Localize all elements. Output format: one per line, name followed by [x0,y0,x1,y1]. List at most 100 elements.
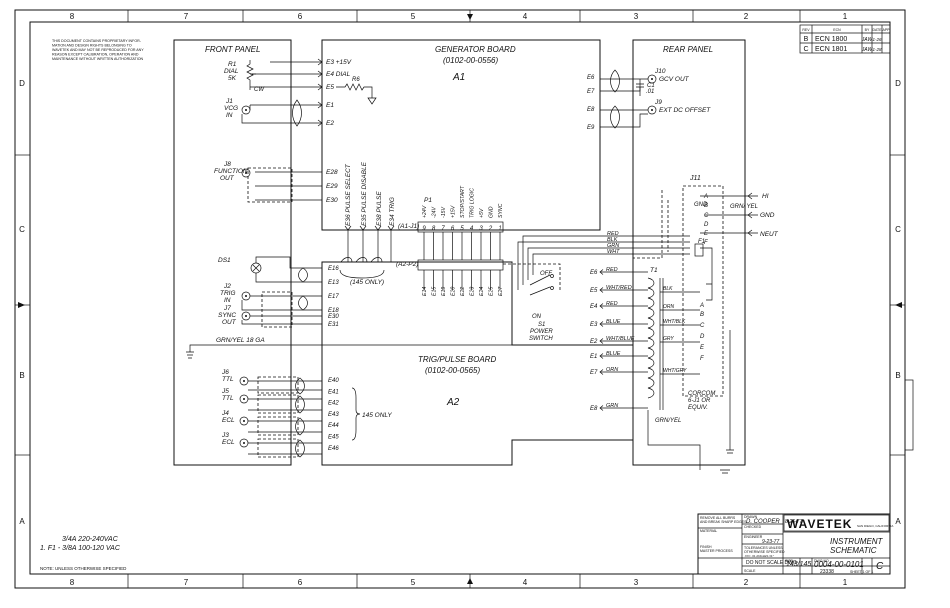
j7-sync-out: J7 SYNC OUT [218,305,322,326]
tb-model: 143/145 [786,561,811,568]
edge-arrow [599,287,604,293]
notes: 3/4A 220-240VAC 1. F1 - 3/8A 100-120 VAC… [40,536,127,571]
label-e36: E36 PULSE SELECT [345,163,352,226]
trig-left-edge: E31 [328,322,339,328]
power-wire-label: WHT [607,249,620,255]
center-arrow-top [467,14,473,20]
zone-top-7: 7 [184,12,189,21]
zone-top-4: 4 [523,12,528,21]
p1-pin-label: -15V [441,207,447,218]
t1-wire-color: RED [606,267,618,273]
j6-j3-group: J6 TTL J5 TTL J4 ECL J3 ECL [221,369,322,458]
j11-pin-letter: D [704,222,709,228]
zone-bottom-4: 4 [523,578,528,587]
tb-tol-1: TOLERANCES UNLESS [744,546,783,550]
resistor-r6: R6 [352,77,360,83]
j11-pin-letter-lower: A [699,303,704,309]
r1-label: R1 [228,61,237,68]
edge-e28: E28 [326,169,338,176]
p1-pin-number: 4 [470,226,474,232]
j11-pin-letter: B [704,203,708,209]
grn-yel-label: GRN/YEL 18 GA [216,337,265,344]
p2-edge-label: E24 [479,287,485,296]
tb-company-sub: SAN DIEGO, CALIFORNIA [857,524,893,528]
c1-value: .01 [646,89,654,95]
p2-edge-label: E19 [441,287,447,296]
p2-edge-label: E23 [470,287,476,296]
c1-label: C1 [647,83,655,89]
edge-arrow [599,405,604,411]
edge-e7-right: E7 [587,89,595,95]
tb-date1: 8-26-77 [785,519,802,525]
notice-line: THIS DOCUMENT CONTAINS PROPRIETARY INFOR… [52,39,142,43]
p1-pin-label: SYNC [498,203,504,218]
t1-edge: E8 [590,406,598,412]
zone-top-5: 5 [411,12,416,21]
zone-bottom-2: 2 [744,578,749,587]
edge-e30: E30 [326,197,338,204]
p1-pin-number: 8 [432,226,436,232]
rev-letter: B [804,36,809,43]
note-head: NOTE: UNLESS OTHERWISE SPECIFIED [40,566,127,571]
tb-engineer-lbl: ENGINEER [744,535,763,539]
p2-edge-label: E27 [498,286,504,296]
tb-remove-2: AND BREAK SHARP EDGES [700,520,747,524]
corcom-line1: CORCOM [688,391,715,397]
p2-edge-label: E22 [460,287,466,296]
j2-trig: TRIG [220,290,236,297]
trig-board-box [321,261,634,466]
edge-e2: E2 [326,120,334,127]
brace-145 [351,387,361,441]
j11-pin-letter: E [704,231,709,237]
p1-pin-label: +5V [479,208,485,218]
center-arrow-left [18,302,25,308]
grn-yel-ground: GRN/YEL 18 GA [186,337,512,359]
title-block: REMOVE ALL BURRS AND BREAK SHARP EDGES M… [697,513,893,575]
p2-edge-label: E15 [432,287,438,296]
notice-line: WAVETEK AND MAY NOT BE REPRODUCED FOR AN… [52,48,144,52]
t1-wire-color: GRN [606,403,618,409]
a2-p2-label: (A2-P2) [396,261,418,268]
tb-remove-1: REMOVE ALL BURRS [700,516,736,520]
tb-tol-2: OTHERWISE SPECIFIED [744,550,785,554]
t1-wire-color: BLUE [606,351,621,357]
trig-lower-edge: E46 [328,446,339,452]
tb-checked-lbl: CHECKED [744,525,762,529]
p1-label: P1 [424,197,432,204]
j10-gcv-out: E6 J10 GCV OUT E7 C1 .01 [587,68,690,96]
j11-pin-letter-lower: D [700,334,705,340]
p1-pin-number: 6 [451,226,455,232]
p1-pin-label: GND [489,206,495,218]
tb-dwgno-lbl: DWG NO [814,559,829,563]
trig-left-edge: E16 [328,266,339,272]
zone-top-3: 3 [634,12,639,21]
generator-board-ref: A1 [452,72,465,83]
ext-dc-label: EXT DC OFFSET [659,107,711,114]
zone-bottom-5: 5 [411,578,416,587]
zone-top-2: 2 [744,12,749,21]
a1-j1-label: (A1-J1) [398,223,419,230]
j11-pin-letter: A [703,194,708,200]
t1-wire-color: RED [606,301,618,307]
j11-wire-label: WHT/GRY [663,368,687,374]
j1-in: IN [226,112,233,119]
corcom-line2: 6-J1 OR [688,398,711,404]
j11-pin-letter: F [704,240,708,246]
tb-size-lbl: SIZE [785,559,793,563]
rev-by: JAW [861,47,874,53]
trig-lower-edge: E44 [328,423,339,429]
edge-e3: E3 +15V [326,59,352,66]
fuse-b: 1. F1 - 3/8A 100-120 VAC [40,545,121,552]
proprietary-notice: THIS DOCUMENT CONTAINS PROPRIETARY INFOR… [52,39,144,61]
row-right-A: A [895,517,901,526]
zone-bottom-6: 6 [298,578,303,587]
power-wire-label: BLK [607,237,618,243]
p1-connector: P1 (A1-J1) +24V9-24V8-15V7+15V6STOP/STAR… [398,185,504,233]
j7-label: J7 [223,305,231,312]
tb-rev: C [876,561,884,572]
r1-dial-pot: R1 DIAL 5K CW [224,60,265,93]
gnd-label: GND [760,212,775,219]
row-left-A: A [19,517,25,526]
t1-wire-color: WHT/RED [606,285,632,291]
